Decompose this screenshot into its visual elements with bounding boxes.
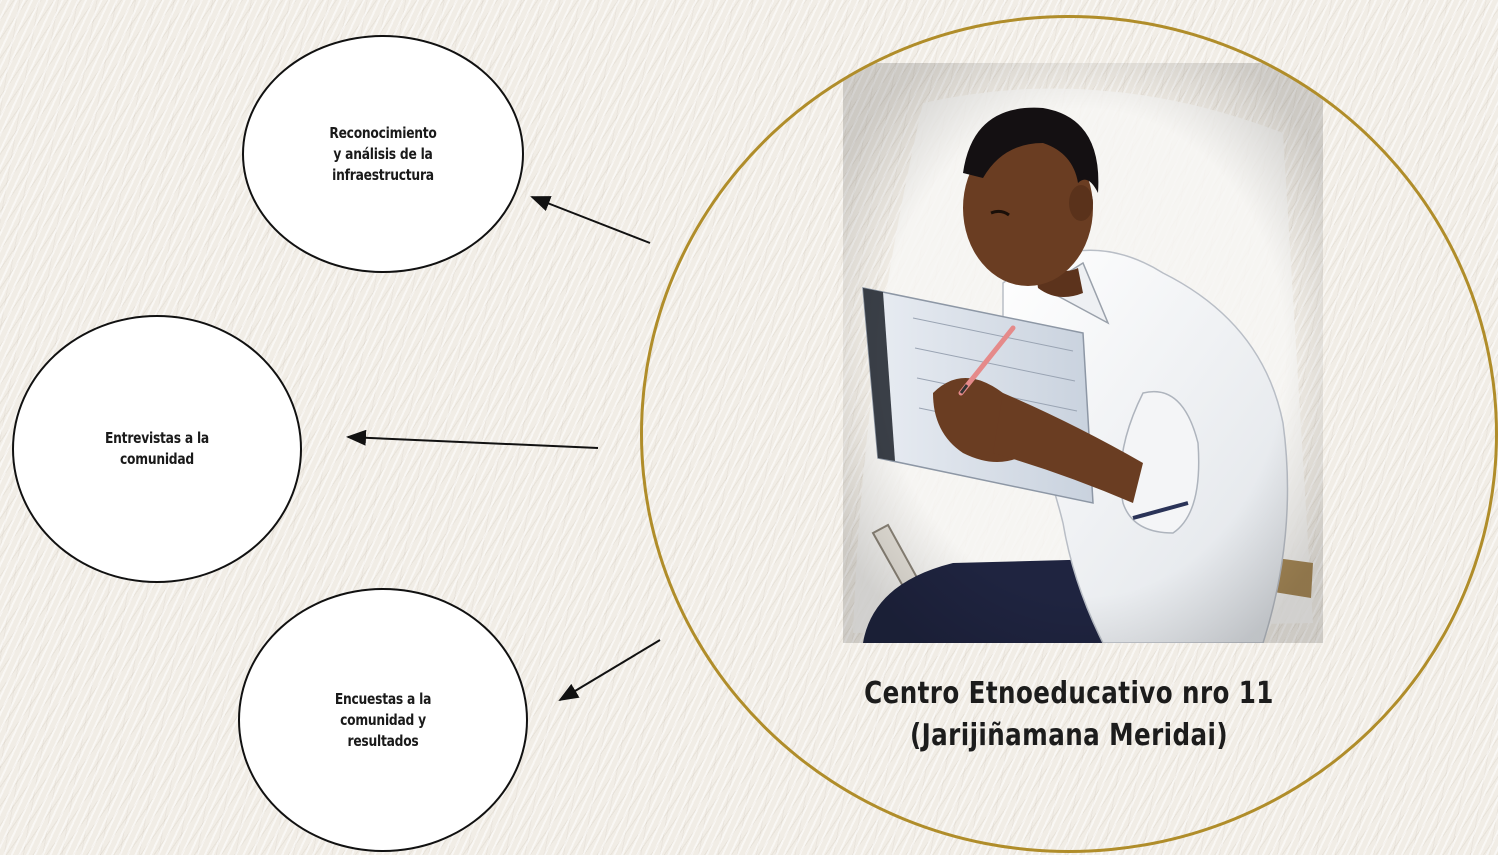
center-caption: Centro Etnoeducativo nro 11 (Jarijiñaman… [720, 673, 1419, 757]
caption-line-2: (Jarijiñamana Meridai) [909, 718, 1229, 753]
arrow-to-infraestructura [530, 196, 651, 244]
node-infraestructura-label: Reconocimiento y análisis de la infraest… [329, 123, 437, 184]
arrow-to-entrevistas [346, 429, 599, 449]
node-entrevistas-label: Entrevistas a la comunidad [105, 429, 209, 468]
node-encuestas: Encuestas a la comunidad y resultados [238, 588, 528, 852]
node-infraestructura: Reconocimiento y análisis de la infraest… [242, 35, 524, 273]
node-entrevistas: Entrevistas a la comunidad [12, 315, 302, 583]
center-circle: Centro Etnoeducativo nro 11 (Jarijiñaman… [640, 15, 1498, 853]
node-encuestas-label: Encuestas a la comunidad y resultados [334, 689, 432, 750]
arrow-to-encuestas [558, 639, 661, 702]
caption-line-1: Centro Etnoeducativo nro 11 [864, 676, 1274, 711]
student-photo [843, 63, 1323, 643]
